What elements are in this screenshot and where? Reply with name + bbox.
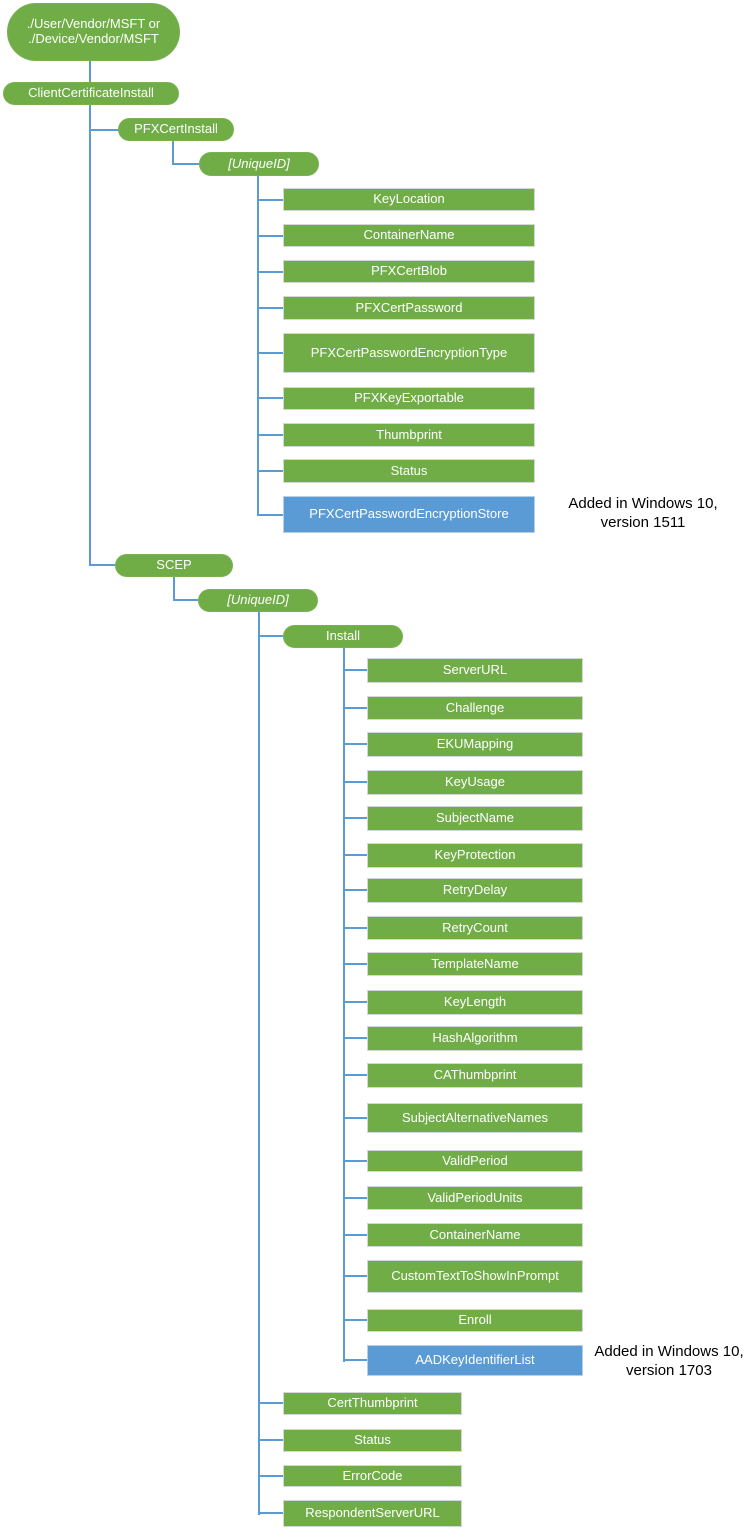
connector-line [343,1275,368,1277]
node-keyusage: KeyUsage [367,770,583,795]
node-respondentserverurl: RespondentServerURL [283,1500,462,1527]
node-keylocation: KeyLocation [283,188,535,211]
node-retrycount: RetryCount [367,916,583,940]
node-containername-pfx: ContainerName [283,224,535,247]
connector-line [343,648,345,1362]
connector-line [258,1439,284,1441]
connector-line [343,1319,368,1321]
node-validperiodunits: ValidPeriodUnits [367,1186,583,1210]
node-clientcertificateinstall: ClientCertificateInstall [3,82,179,105]
node-aadkeyidentifierlist: AADKeyIdentifierList [367,1345,583,1376]
connector-line [172,163,200,165]
node-scep: SCEP [115,554,233,577]
connector-line [173,599,199,601]
connector-line [343,1160,368,1162]
node-root-path: ./User/Vendor/MSFT or ./Device/Vendor/MS… [7,3,180,61]
node-status-pfx: Status [283,459,535,483]
node-customtexttoshowinprompt: CustomTextToShowInPrompt [367,1260,583,1293]
connector-line [343,781,368,783]
node-pfxcertpasswordencryptionstore: PFXCertPasswordEncryptionStore [283,496,535,533]
connector-line [258,1475,284,1477]
connector-line [343,669,368,671]
connector-line [258,635,284,637]
node-pfxcertblob: PFXCertBlob [283,260,535,283]
node-errorcode: ErrorCode [283,1465,462,1487]
node-pfxcertpassword: PFXCertPassword [283,296,535,320]
connector-line [89,60,91,82]
connector-line [257,352,284,354]
connector-line [257,434,284,436]
connector-line [89,129,119,131]
node-hashalgorithm: HashAlgorithm [367,1026,583,1051]
node-keyprotection: KeyProtection [367,843,583,868]
connector-line [89,104,91,566]
connector-line [343,707,368,709]
annotation-version-1511: Added in Windows 10, version 1511 [568,495,718,531]
connector-line [257,271,284,273]
connector-line [257,470,284,472]
node-enroll: Enroll [367,1309,583,1332]
root-path-label: ./User/Vendor/MSFT or ./Device/Vendor/MS… [26,16,161,46]
node-keylength: KeyLength [367,990,583,1015]
connector-line [343,817,368,819]
connector-line [258,1512,284,1514]
connector-line [89,564,116,566]
connector-line [343,1037,368,1039]
connector-line [173,577,175,601]
node-ekumapping: EKUMapping [367,732,583,757]
node-pfxkeyexportable: PFXKeyExportable [283,387,535,410]
node-serverurl: ServerURL [367,658,583,683]
node-pfxcertpasswordencryptiontype: PFXCertPasswordEncryptionType [283,333,535,373]
connector-line [343,1234,368,1236]
connector-line [343,927,368,929]
connector-line [343,1001,368,1003]
node-pfx-uniqueid: [UniqueID] [199,152,319,176]
node-thumbprint: Thumbprint [283,423,535,447]
node-status-scep: Status [283,1429,462,1452]
connector-line [172,141,174,165]
node-validperiod: ValidPeriod [367,1150,583,1172]
connector-line [343,1074,368,1076]
node-install: Install [283,625,403,648]
connector-line [343,1117,368,1119]
connector-line [343,963,368,965]
connector-line [257,199,284,201]
connector-line [343,743,368,745]
node-subjectalternativenames: SubjectAlternativeNames [367,1103,583,1133]
connector-line [258,612,260,1515]
annotation-version-1703: Added in Windows 10, version 1703 [594,1343,744,1379]
node-containername-scep: ContainerName [367,1223,583,1247]
node-certthumbprint: CertThumbprint [283,1392,462,1415]
node-subjectname: SubjectName [367,806,583,831]
connector-line [343,1197,368,1199]
connector-line [257,514,284,516]
connector-line [257,397,284,399]
node-templatename: TemplateName [367,952,583,976]
connector-line [257,235,284,237]
connector-line [343,889,368,891]
node-challenge: Challenge [367,696,583,720]
node-retrydelay: RetryDelay [367,878,583,903]
connector-line [258,1402,284,1404]
node-pfxcertinstall: PFXCertInstall [118,118,234,141]
node-scep-uniqueid: [UniqueID] [198,589,318,612]
connector-line [257,307,284,309]
connector-line [257,176,259,516]
connector-line [343,1359,368,1361]
connector-line [343,854,368,856]
node-cathumbprint: CAThumbprint [367,1063,583,1088]
